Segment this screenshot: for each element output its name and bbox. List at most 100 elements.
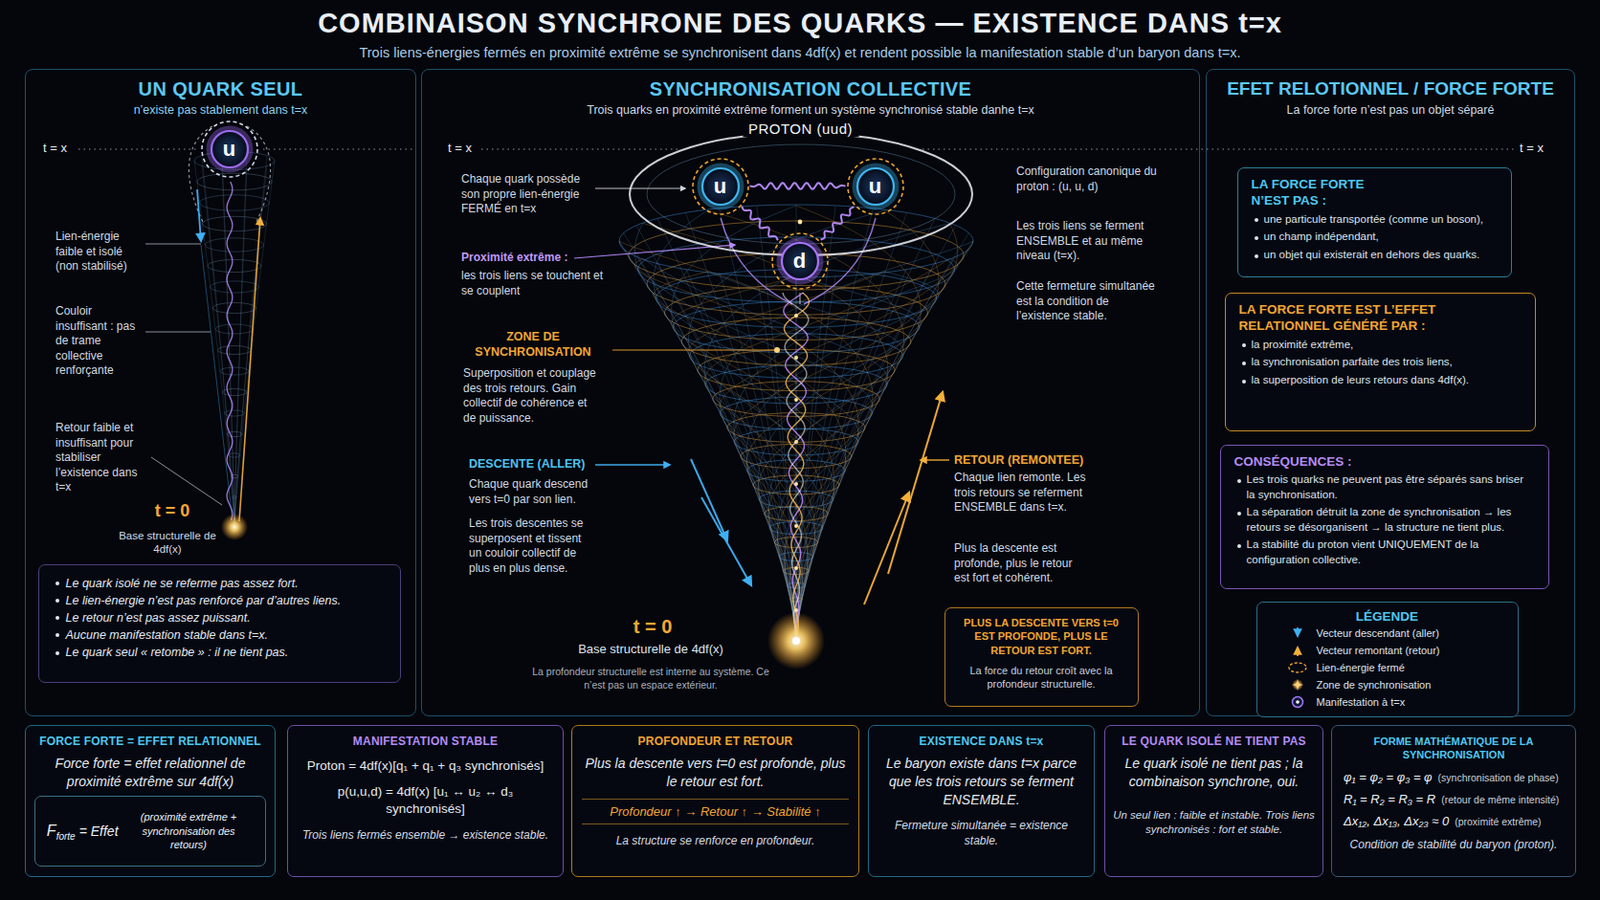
cone-line [234,155,267,528]
formula-box: Fforte= Effet(proximité extrême + synchr… [34,796,267,867]
annotation-label: Les trois liens se ferment ENSEMBLE et a… [1016,219,1165,265]
dotted-level-line [78,148,197,150]
cone-ring [210,281,260,293]
text-row: Le quark isolé ne se referme pas assez f… [52,575,387,593]
node-text: Force forte = effet relationnel de proxi… [33,755,267,792]
text-row: Δx₁₂, Δx₁₃, Δx₂₃ ≈ 0 (proximité extrême) [1339,814,1568,829]
helix-line [719,241,974,640]
node-text: (proximité extrême) [1454,816,1541,828]
legend-text: Lien-énergie fermé [1316,662,1405,674]
node-text: Δx₁₂, Δx₁₃, Δx₂₃ ≈ 0 [1343,814,1449,829]
text-row: La stabilité du proton vient UNIQUEMENT … [1234,537,1535,568]
helix-line [653,271,846,640]
node-text: u [868,174,882,200]
summary-box: MANIFESTATION STABLEProton = 4df(x)[q₁ +… [287,725,564,878]
node-text: PLUS LA DESCENTE VERS t=0 EST PROFONDE, … [954,616,1130,660]
sync-spark [794,566,799,571]
leader-arrow [595,464,670,466]
quark-glow [778,240,822,283]
annotation-label: Superposition et couplage des trois reto… [463,366,602,426]
text-row: un champ indépendant, [1251,229,1498,245]
annotation-label: Configuration canonique du proton : (u, … [1016,164,1175,195]
summary-box: PROFONDEUR ET RETOURPlus la descente ver… [571,725,860,878]
helix-line [757,276,921,640]
node-text: La structure se renforce en profondeur. [581,833,849,849]
text-row: La force du retour croît avec la profond… [954,664,1130,692]
sync-spark [794,398,799,402]
node-text: PROTON (uud) [742,120,859,137]
node-text: (retour de même intensité) [1441,794,1559,806]
legend-text: Zone de synchronisation [1316,679,1432,691]
node-text: LÉGENDE [1265,608,1511,626]
text-row: MANIFESTATION STABLE [297,734,554,750]
summary-box: EXISTENCE DANS t=xLe baryon existe dans … [867,725,1095,878]
wavy-link [226,181,233,521]
node-text: u [222,136,236,162]
text-row: la proximité extrême, [1239,337,1522,354]
helix-line [653,210,846,640]
text-row: EFET RELOTIONNEL / FORCE FORTE [1216,77,1565,101]
text-row: La force forte n’est pas un objet séparé [1216,103,1565,117]
wavy-connector [741,206,778,242]
node-text: SYNCHRONISATION COLLECTIVE [431,77,1190,101]
text-row: Trois quarks en proximité extrême formen… [431,103,1190,117]
text-row: La structure se renforce en profondeur. [581,833,849,849]
legend-arrow [1296,627,1299,637]
text-row: la synchronisation parfaite des trois li… [1239,355,1522,371]
annotation-label: RETOUR (REMONTEE) [954,452,1108,468]
cone-line [796,248,969,642]
quark-glow [854,165,897,208]
legend-row: Manifestation à t=x [1265,693,1511,712]
node-text: Profondeur ↑ → Retour ↑ → Stabilité ↑ [581,799,849,825]
text-row: LE QUARK ISOLÉ NE TIENT PAS [1112,734,1315,750]
proton-ellipse: PROTON (uud)uud [627,131,975,258]
node-text: F [46,822,57,841]
tx-line [78,149,1516,151]
helix-line [746,210,939,640]
text-row: p(u,u,d) = 4df(x) [u₁ ↔ u₂ ↔ d₃ synchron… [297,783,554,819]
ascending-arrow [888,392,943,575]
sync-spark [798,220,803,225]
node-text: FORCE FORTE = EFFET RELATIONNEL [33,734,267,750]
annotation-label: Chaque quark possède son propre lien-éne… [461,172,591,218]
quark-ring [201,121,258,178]
text-row: LÉGENDE [1265,608,1511,626]
quark-ring [847,158,904,215]
sync-spark [794,355,799,360]
dotted-level-line [481,148,680,150]
leader-line [145,332,211,334]
legend-glow [1291,679,1304,691]
quark-core [702,168,739,205]
cone-ring [224,410,245,417]
legend-text: Manifestation à t=x [1316,696,1406,709]
legend-text: Vecteur descendant (aller) [1316,627,1440,640]
annotation-label: ZONE DE SYNCHRONISATION [461,329,605,361]
node-text: un champ indépendant, [1251,229,1498,245]
cone-ring [200,195,270,212]
text-row: Force forte = effet relationnel de proxi… [33,755,267,792]
cone-line [222,168,235,528]
text-row: PLUS LA DESCENTE VERS t=0 EST PROFONDE, … [954,616,1130,660]
text-row: EXISTENCE DANS t=x [878,734,1085,750]
cone-line [201,155,235,528]
descending-arrow [197,189,201,242]
cone-ring [228,453,241,458]
legend-circle [1291,697,1303,709]
helix-line [733,223,958,641]
panel: EFET RELOTIONNEL / FORCE FORTE La force f… [1205,68,1576,717]
node-text: p(u,u,d) = 4df(x) [u₁ ↔ u₂ ↔ d₃ synchron… [297,783,554,819]
node-text: FORME MATHÉMATIQUE DE LA SYNCHRONISATION [1372,734,1535,763]
text-row: Un seul lien : faible et instable. Trois… [1112,808,1315,839]
helix-line [746,271,939,640]
text-row: UN QUARK SEUL [35,77,406,101]
text-row: FORCE FORTE = EFFET RELATIONNEL [33,734,267,750]
legend-center [1295,700,1300,705]
text-row: Le retour n’est pas assez puissant. [52,609,387,627]
node-text: Trois liens fermés ensemble → existence … [297,827,554,844]
descending-arrow [701,497,752,586]
text-row: Le quark isolé ne tient pas ; la combina… [1112,755,1315,792]
info-box: LA FORCE FORTE N’EST PAS :une particule … [1237,167,1512,278]
quark-ring [692,158,749,215]
node-text: Plus la descente vers t=0 est profonde, … [581,755,849,792]
sync-spark [794,313,799,318]
